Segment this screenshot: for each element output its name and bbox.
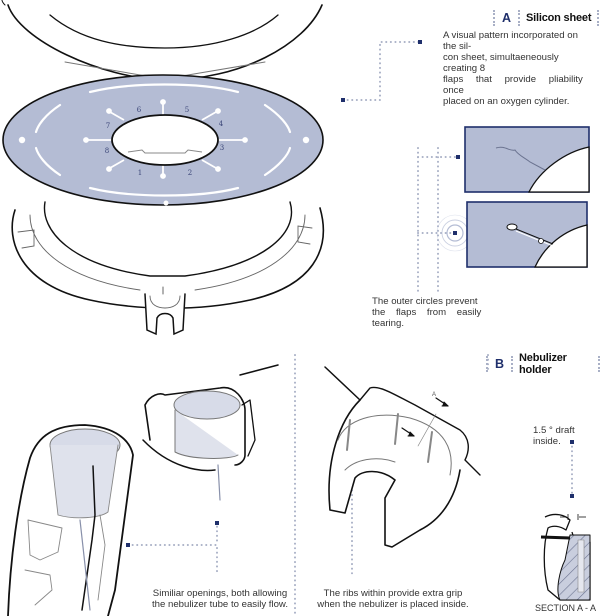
divider [511, 356, 514, 372]
outer-circles-note: The outer circles prevent the flaps from… [372, 296, 482, 329]
note-line: The outer circles prevent [372, 296, 478, 307]
divider [493, 10, 495, 26]
description-line: flaps that provide pliability once [443, 74, 583, 96]
description-line: con sheet, simultaeneously creating 8 [443, 52, 591, 74]
section-a-title: Silicon sheet [526, 12, 592, 24]
note-line: the flaps from easily [372, 307, 482, 318]
section-a-a-drawing [540, 513, 591, 601]
caption-line: Similiar openings, both allowing [152, 588, 288, 599]
divider [597, 10, 600, 26]
base-ring [11, 201, 325, 336]
flap-number: 5 [185, 106, 189, 114]
divider [598, 356, 600, 372]
ribs-caption: The ribs within provide extra grip when … [313, 588, 473, 610]
top-cover-ring [1, 0, 323, 81]
description-line: A visual pattern incorporated on the sil… [443, 30, 578, 52]
flap-number: 3 [220, 144, 224, 152]
dotted-connectors-a [342, 41, 459, 293]
section-a-a-label: SECTION A - A [535, 603, 597, 613]
section-b-title: Nebulizer holder [519, 352, 567, 376]
description-line-text: con sheet, simultaeneously creating 8 [443, 52, 559, 74]
flap-number: 2 [188, 169, 192, 177]
divider [486, 356, 488, 372]
caption-line: The ribs within provide extra grip [323, 588, 463, 599]
flap-number: 7 [106, 122, 110, 130]
flap-numbers: 1 2 3 4 5 6 7 8 [105, 106, 224, 177]
caption-line: when the nebulizer is placed inside. [317, 599, 469, 610]
section-dividers [127, 354, 573, 616]
flap-number: 4 [219, 120, 224, 128]
section-b-letter: B [495, 357, 505, 371]
section-a-header: A Silicon sheet [493, 10, 600, 26]
detail-inset-circle [466, 201, 588, 268]
flap-number: 1 [138, 169, 142, 177]
openings-caption: Similiar openings, both allowing the neb… [135, 588, 305, 610]
silicon-sheet: 1 2 3 4 5 6 7 8 [2, 74, 324, 206]
draft-note: 1.5 ° draft inside. [533, 425, 575, 447]
note-line: tearing. [372, 318, 404, 329]
flap-number: 6 [137, 106, 142, 114]
divider [518, 10, 521, 26]
description-line: placed on an oxygen cylinder. [443, 96, 570, 107]
section-a-letter: A [502, 11, 512, 25]
caption-line: the nebulizer tube to easily flow. [152, 599, 288, 610]
connector-endpoints [341, 40, 460, 235]
section-a-description: A visual pattern incorporated on the sil… [443, 30, 591, 107]
detail-inset-tear [464, 126, 590, 193]
dimension-label: A [432, 392, 436, 398]
holder-on-cylinder [142, 364, 279, 501]
holder-closeup [324, 366, 481, 548]
section-b-header: B Nebulizer holder [486, 352, 600, 376]
flap-number: 8 [105, 147, 109, 155]
holder-on-tube [7, 424, 134, 616]
